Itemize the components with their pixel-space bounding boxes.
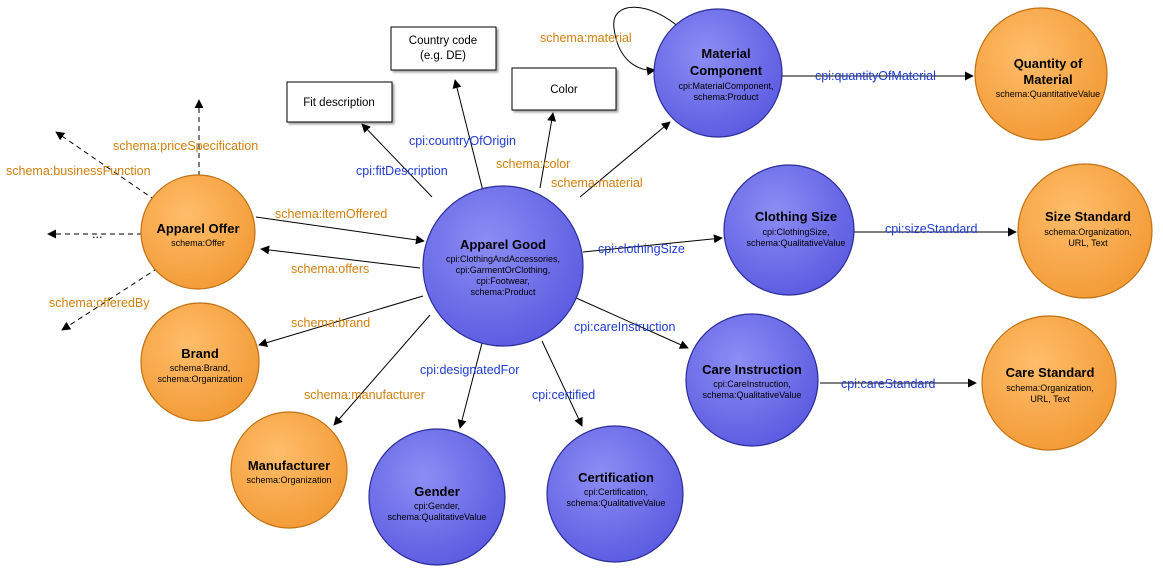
node-material-component-title: Material: [701, 46, 750, 61]
box-country-code: Country code (e.g. DE): [390, 26, 497, 71]
edge-designated-for: [457, 342, 483, 429]
label-item-offered: schema:itemOffered: [275, 207, 387, 221]
node-certification: Certification cpi:Certification, schema:…: [546, 425, 684, 563]
edge-manufacturer: [333, 314, 431, 426]
node-care-instruction-sub: cpi:CareInstruction,: [713, 379, 791, 389]
node-size-standard-sub: URL, Text: [1068, 238, 1108, 248]
edge-brand: [258, 295, 424, 347]
node-care-standard-sub: schema:Organization,: [1006, 383, 1094, 393]
node-clothing-size-sub: cpi:ClothingSize,: [762, 227, 829, 237]
edge-labels: cpi:countryOfOrigin cpi:fitDescription s…: [6, 31, 977, 402]
edge-business-function: [55, 131, 156, 201]
node-apparel-good: Apparel Good cpi:ClothingAndAccessories,…: [422, 185, 584, 347]
edges: [47, 6, 1017, 429]
edge-item-offered: [255, 216, 425, 245]
node-brand-sub: schema:Brand,: [170, 363, 231, 373]
edge-material-self-loop: [613, 6, 683, 76]
node-quantity-of-material-sub: schema:QuantitativeValue: [996, 89, 1100, 99]
node-clothing-size-sub: schema:QualitativeValue: [747, 238, 846, 248]
label-offers: schema:offers: [291, 262, 369, 276]
node-gender: Gender cpi:Gender, schema:QualitativeVal…: [368, 428, 506, 566]
node-manufacturer: Manufacturer schema:Organization: [230, 411, 348, 529]
label-care-standard: cpi:careStandard: [841, 377, 936, 391]
label-certified: cpi:certified: [532, 388, 595, 402]
label-clothing-size: cpi:clothingSize: [598, 242, 685, 256]
node-care-instruction-title: Care Instruction: [702, 362, 802, 377]
box-country-code-line1: Country code: [409, 35, 477, 47]
edge-offered-by: [61, 267, 159, 331]
edge-offers: [260, 245, 421, 269]
edge-country-of-origin: [452, 79, 484, 192]
edge-certified: [541, 340, 583, 427]
label-schema-material: schema:material: [551, 176, 643, 190]
label-schema-material-top: schema:material: [540, 31, 632, 45]
node-quantity-of-material-title: Material: [1023, 72, 1072, 87]
label-country-of-origin: cpi:countryOfOrigin: [409, 134, 516, 148]
node-brand-sub: schema:Organization: [157, 374, 242, 384]
label-brand: schema:brand: [291, 316, 370, 330]
node-material-component-sub: schema:Product: [693, 92, 759, 102]
node-gender-title: Gender: [414, 484, 460, 499]
box-fit-description: Fit description: [286, 81, 393, 123]
node-clothing-size-title: Clothing Size: [755, 209, 837, 224]
node-quantity-of-material: Quantity of Material schema:Quantitative…: [974, 7, 1108, 141]
node-certification-sub: schema:QualitativeValue: [567, 498, 666, 508]
node-apparel-offer-title: Apparel Offer: [156, 221, 239, 236]
edge-care-instruction: [573, 296, 689, 349]
node-care-standard: Care Standard schema:Organization, URL, …: [981, 315, 1117, 451]
box-color-text: Color: [550, 84, 578, 96]
edge-clothing-size: [582, 234, 723, 253]
node-apparel-good-sub: cpi:ClothingAndAccessories,: [446, 254, 560, 264]
label-manufacturer: schema:manufacturer: [304, 388, 425, 402]
node-manufacturer-sub: schema:Organization: [246, 475, 331, 485]
box-country-code-line2: (e.g. DE): [420, 50, 466, 62]
node-certification-title: Certification: [578, 470, 654, 485]
node-size-standard: Size Standard schema:Organization, URL, …: [1017, 163, 1153, 299]
edge-fit-description: [361, 123, 433, 198]
label-quantity-of-material: cpi:quantityOfMaterial: [815, 69, 936, 83]
node-gender-sub: schema:QualitativeValue: [388, 512, 487, 522]
node-care-standard-title: Care Standard: [1006, 365, 1095, 380]
edge-color: [539, 112, 557, 189]
node-manufacturer-title: Manufacturer: [248, 458, 330, 473]
node-material-component-sub: cpi:MaterialComponent,: [678, 81, 773, 91]
node-care-instruction: Care Instruction cpi:CareInstruction, sc…: [685, 313, 819, 447]
node-apparel-good-sub: cpi:GarmentOrClothing,: [456, 265, 551, 275]
node-apparel-offer: Apparel Offer schema:Offer: [140, 174, 256, 290]
label-designated-for: cpi:designatedFor: [420, 363, 519, 377]
node-brand-title: Brand: [181, 346, 219, 361]
label-care-instruction: cpi:careInstruction: [574, 320, 675, 334]
node-gender-sub: cpi:Gender,: [414, 501, 460, 511]
node-apparel-good-title: Apparel Good: [460, 237, 546, 252]
node-material-component: Material Component cpi:MaterialComponent…: [653, 8, 783, 138]
box-color: Color: [511, 67, 617, 111]
box-fit-description-text: Fit description: [303, 97, 375, 109]
label-size-standard: cpi:sizeStandard: [885, 222, 977, 236]
node-clothing-size: Clothing Size cpi:ClothingSize, schema:Q…: [723, 164, 855, 296]
node-material-component-title: Component: [690, 63, 763, 78]
node-size-standard-sub: schema:Organization,: [1044, 227, 1132, 237]
node-quantity-of-material-title: Quantity of: [1014, 56, 1083, 71]
node-care-instruction-sub: schema:QualitativeValue: [703, 390, 802, 400]
node-apparel-offer-sub: schema:Offer: [171, 238, 225, 248]
label-schema-color: schema:color: [496, 157, 570, 171]
edge-material: [579, 121, 671, 198]
node-size-standard-title: Size Standard: [1045, 209, 1131, 224]
node-brand: Brand schema:Brand, schema:Organization: [140, 302, 260, 422]
label-fit-description: cpi:fitDescription: [356, 164, 448, 178]
label-business-function: schema:businessFunction: [6, 164, 151, 178]
node-apparel-good-sub: cpi:Footwear,: [476, 276, 530, 286]
node-apparel-good-sub: schema:Product: [470, 287, 536, 297]
node-certification-sub: cpi:Certification,: [584, 487, 648, 497]
label-offered-by: schema:offeredBy: [49, 296, 150, 310]
node-care-standard-sub: URL, Text: [1030, 394, 1070, 404]
label-ellipsis: ...: [92, 227, 102, 241]
label-price-specification: schema:priceSpecification: [113, 139, 258, 153]
